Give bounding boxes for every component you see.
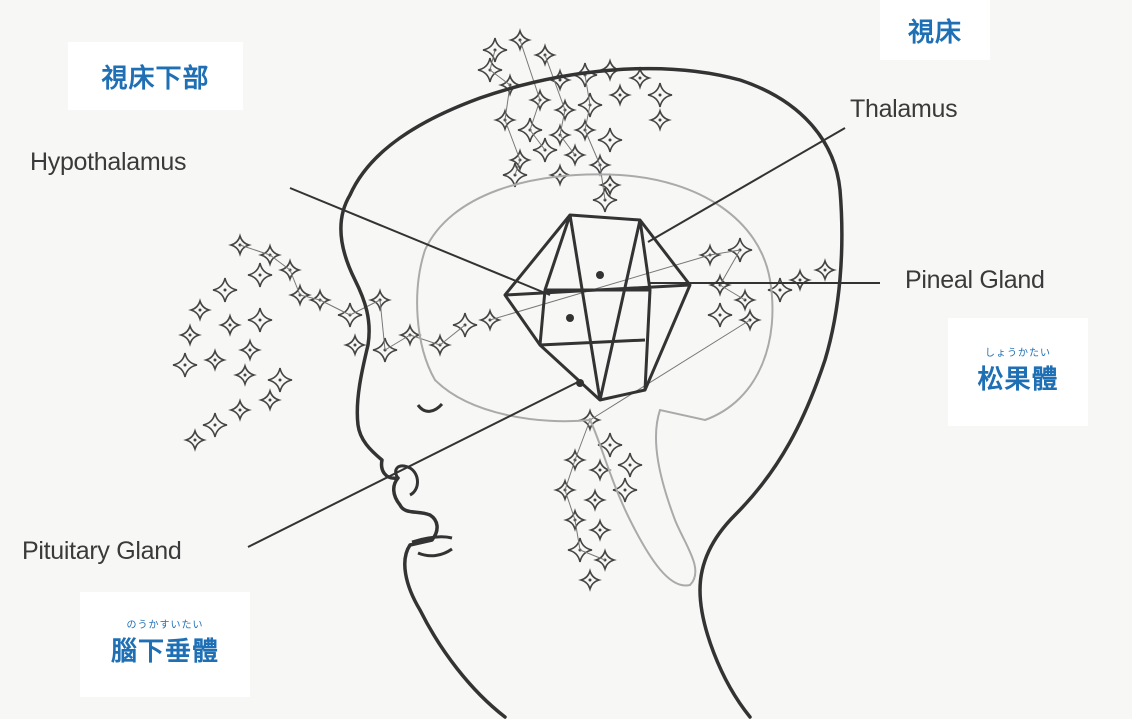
sparkle-link: [565, 490, 575, 520]
brain-outline: [417, 174, 772, 585]
sparkle-link: [290, 270, 300, 295]
sparkle-center: [239, 409, 242, 412]
sparkle-center: [214, 359, 217, 362]
sparkle-center: [629, 464, 632, 467]
sparkle-link: [240, 245, 270, 255]
sparkle-link: [320, 300, 350, 315]
sparkle-link: [410, 335, 440, 345]
sparkle-link: [720, 285, 745, 300]
label-pineal-gland: Pineal Gland: [905, 266, 1045, 295]
jp-box-hypothalamus: 視床下部: [68, 42, 243, 110]
sparkle-center: [249, 349, 252, 352]
sparkle-center: [559, 79, 562, 82]
sparkle-center: [259, 274, 262, 277]
jp-label-pineal: 松果體: [977, 359, 1058, 396]
jp-box-pituitary: のうかすいたい 腦下垂體: [80, 592, 250, 697]
sparkle-center: [619, 94, 622, 97]
sparkle-center: [639, 77, 642, 80]
sparkle-link: [380, 300, 385, 350]
label-hypothalamus: Hypothalamus: [30, 148, 186, 177]
sparkle-link: [440, 325, 465, 345]
pituitary-leader: [248, 382, 578, 547]
sparkle-link: [490, 70, 510, 85]
sparkle-constellation: [173, 31, 834, 589]
sparkle-center: [229, 324, 232, 327]
hypothalamus-dot: [566, 314, 574, 322]
sparkle-center: [799, 279, 802, 282]
sparkle-link: [490, 255, 710, 320]
sparkle-center: [609, 444, 612, 447]
jp-label-hypothalamus: 視床下部: [101, 58, 209, 95]
sparkle-center: [199, 309, 202, 312]
sparkle-center: [659, 119, 662, 122]
sparkle-link: [505, 120, 520, 160]
sparkle-center: [184, 364, 187, 367]
sparkle-center: [719, 314, 722, 317]
sparkle-link: [565, 460, 575, 490]
sparkle-center: [659, 94, 662, 97]
sparkle-center: [609, 139, 612, 142]
sparkle-link: [385, 335, 410, 350]
sparkle-link: [545, 55, 565, 110]
nose-detail: [396, 466, 418, 495]
jp-label-thalamus: 視床: [908, 12, 962, 49]
sparkle-center: [194, 439, 197, 442]
sparkle-center: [269, 399, 272, 402]
sparkle-center: [259, 319, 262, 322]
jp-box-thalamus: 視床: [880, 0, 990, 60]
sparkle-center: [599, 469, 602, 472]
sparkle-center: [214, 424, 217, 427]
sparkle-center: [624, 489, 627, 492]
sparkle-center: [599, 529, 602, 532]
sparkle-link: [520, 40, 540, 100]
jp-box-pineal: しょうかたい 松果體: [948, 318, 1088, 426]
sparkle-center: [609, 184, 612, 187]
sparkle-link: [575, 420, 590, 460]
sparkle-link: [270, 255, 290, 270]
sparkle-center: [224, 289, 227, 292]
sparkle-center: [824, 269, 827, 272]
eye: [418, 404, 442, 411]
sparkle-link: [560, 135, 575, 155]
sparkle-center: [779, 289, 782, 292]
sparkle-center: [279, 379, 282, 382]
thalamus-dot: [596, 271, 604, 279]
sparkle-center: [189, 334, 192, 337]
sparkle-center: [589, 579, 592, 582]
sparkle-center: [594, 499, 597, 502]
sparkle-link: [530, 100, 540, 130]
sparkle-center: [244, 374, 247, 377]
jp-ruby-pituitary: のうかすいたい: [127, 621, 204, 631]
label-pituitary-gland: Pituitary Gland: [22, 537, 181, 566]
sparkle-link: [530, 130, 545, 150]
hypothalamus-leader: [290, 188, 550, 295]
sparkle-center: [354, 344, 357, 347]
jp-ruby-pineal: しょうかたい: [985, 349, 1051, 359]
sparkle-link: [720, 250, 740, 285]
sparkle-link: [585, 130, 600, 165]
jp-label-pituitary: 腦下垂體: [111, 631, 219, 668]
label-thalamus: Thalamus: [850, 95, 957, 124]
